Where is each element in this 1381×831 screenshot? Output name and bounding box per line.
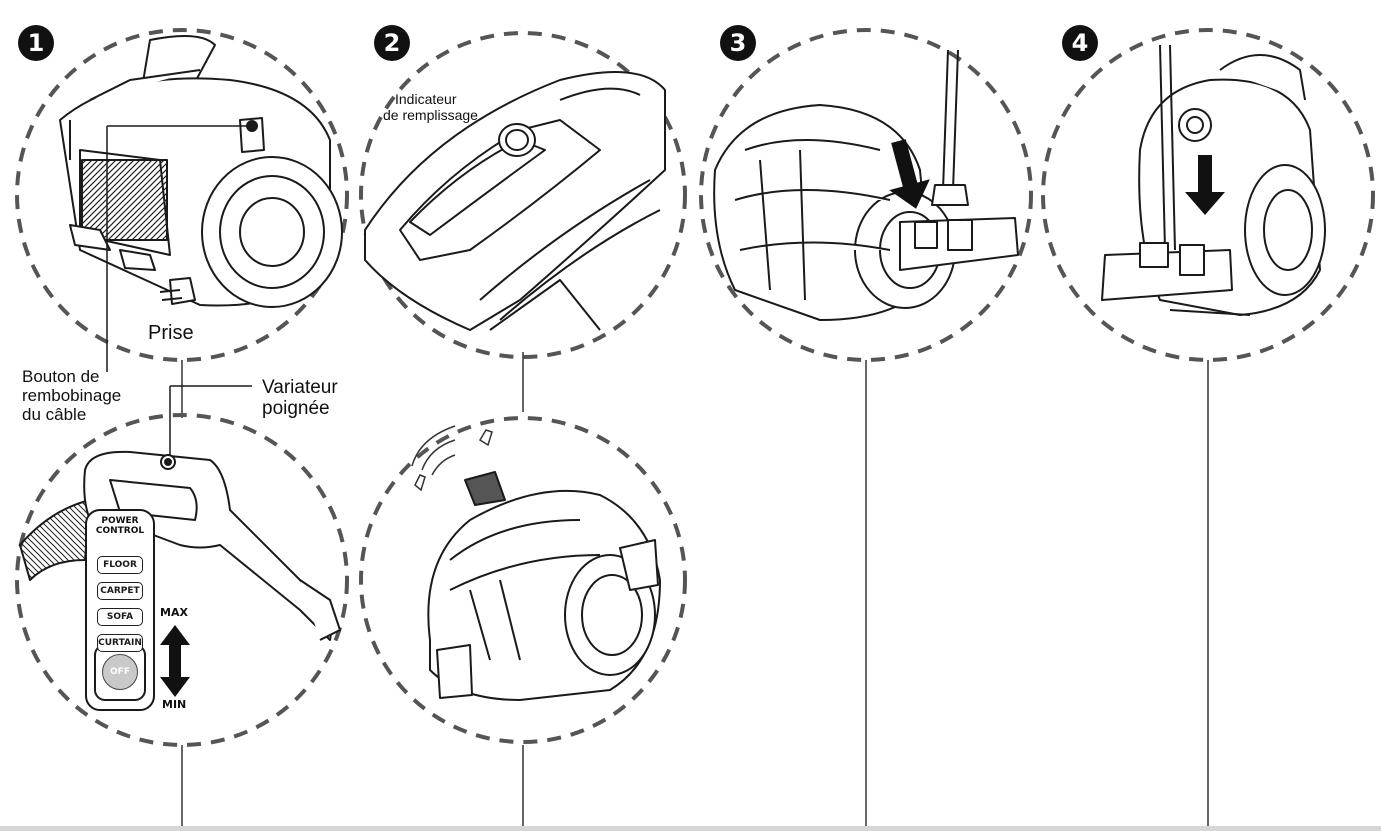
mode-sofa-button[interactable]: SOFA	[97, 608, 143, 626]
mode-curtain-button[interactable]: CURTAIN	[97, 634, 143, 652]
min-label: MIN	[162, 698, 187, 711]
down-arrow-4	[1185, 155, 1225, 215]
handle-control-label: Variateur poignée	[262, 377, 338, 420]
step-2-number: 2	[383, 29, 401, 57]
detail-circle-3	[699, 28, 1033, 362]
detail-circle-handle	[15, 413, 349, 747]
vacuum-body-4	[1101, 44, 1326, 316]
fill-indicator-line-1: Indicateur	[395, 91, 457, 107]
rewind-button-line-3: du câble	[22, 405, 87, 425]
plug-label: Prise	[148, 322, 194, 344]
step-1-badge: 1	[18, 25, 54, 61]
power-control-title: POWER CONTROL	[90, 516, 150, 536]
handle-control-line-1: Variateur	[262, 377, 338, 398]
max-min-arrow	[160, 625, 190, 697]
off-button[interactable]: OFF	[102, 654, 138, 690]
max-label: MAX	[160, 606, 188, 619]
vacuum-body-1	[59, 35, 343, 308]
power-control-title-line-1: POWER	[101, 516, 139, 526]
vacuum-body-3	[713, 49, 1019, 321]
rewind-button-label: Bouton de rembobinage du câble	[22, 367, 121, 424]
fill-indicator-label: Indicateur	[395, 91, 457, 108]
mode-carpet-button[interactable]: CARPET	[97, 582, 143, 600]
sound-waves	[411, 425, 493, 492]
detail-circle-2	[359, 31, 687, 359]
bottom-rule	[0, 826, 1381, 831]
step-4-badge: 4	[1062, 25, 1098, 61]
fill-indicator-label-2: de remplissage	[383, 107, 478, 124]
rewind-button-line-2: rembobinage	[22, 386, 122, 406]
handle-control-line-2: poignée	[262, 398, 330, 420]
connector-lines	[181, 352, 1209, 826]
detail-circle-1	[15, 28, 349, 362]
fill-indicator-line-2: de remplissage	[383, 107, 478, 123]
step-2-badge: 2	[374, 25, 410, 61]
step-1-number: 1	[27, 29, 45, 57]
vacuum-body-2	[364, 71, 666, 331]
detail-circle-beep	[359, 416, 687, 744]
step-3-number: 3	[729, 29, 747, 57]
step-3-badge: 3	[720, 25, 756, 61]
mode-floor-button[interactable]: FLOOR	[97, 556, 143, 574]
down-arrow-3	[889, 139, 930, 209]
vacuum-body-beep	[427, 471, 661, 701]
rewind-button-line-1: Bouton de	[22, 367, 100, 386]
power-control-title-line-2: CONTROL	[95, 526, 145, 536]
detail-circle-4	[1041, 28, 1375, 362]
step-4-number: 4	[1071, 29, 1089, 57]
